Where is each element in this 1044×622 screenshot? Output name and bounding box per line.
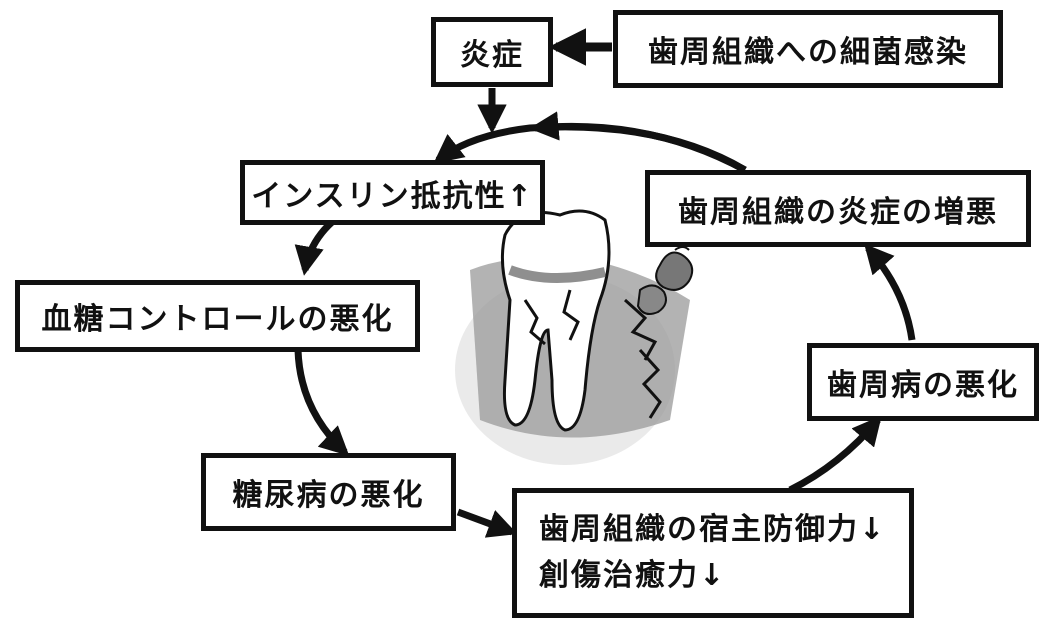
- node-periodontal-inflammation-label: 歯周組織の炎症の増悪: [678, 194, 998, 230]
- tooth-illustration: [455, 209, 705, 465]
- arrow-disease-to-inflammation: [864, 243, 916, 341]
- node-inflammation-label: 炎症: [460, 38, 524, 73]
- arrow-glycemic-to-diabetes: [294, 349, 350, 457]
- node-periodontal-disease: 歯周病の悪化: [807, 343, 1039, 421]
- arrow-diabetes-to-host-defense: [456, 508, 518, 538]
- node-diabetes-label: 糖尿病の悪化: [232, 478, 425, 513]
- node-glycemic-control-label: 血糖コントロールの悪化: [41, 302, 394, 337]
- node-periodontal-disease-label: 歯周病の悪化: [827, 368, 1019, 403]
- node-insulin-resistance-label: インスリン抵抗性↑: [251, 178, 534, 214]
- node-host-defense: 歯周組織の宿主防御力↓ 創傷治癒力↓: [512, 488, 914, 618]
- node-periodontal-inflammation: 歯周組織の炎症の増悪: [645, 170, 1031, 247]
- node-insulin-resistance: インスリン抵抗性↑: [240, 160, 545, 225]
- node-diabetes: 糖尿病の悪化: [201, 453, 456, 531]
- arrow-insulin-to-glycemic: [294, 219, 335, 276]
- node-bacterial-infection-label: 歯周組織への細菌感染: [648, 35, 968, 70]
- arrow-top-curve-head: [529, 111, 747, 174]
- arrow-host-defense-to-disease: [788, 415, 882, 494]
- node-host-defense-line2: 創傷治癒力↓: [539, 558, 727, 593]
- node-glycemic-control: 血糖コントロールの悪化: [15, 280, 420, 352]
- node-bacterial-infection: 歯周組織への細菌感染: [613, 10, 1003, 88]
- node-host-defense-line1: 歯周組織の宿主防御力↓: [539, 512, 887, 547]
- node-inflammation: 炎症: [431, 17, 553, 87]
